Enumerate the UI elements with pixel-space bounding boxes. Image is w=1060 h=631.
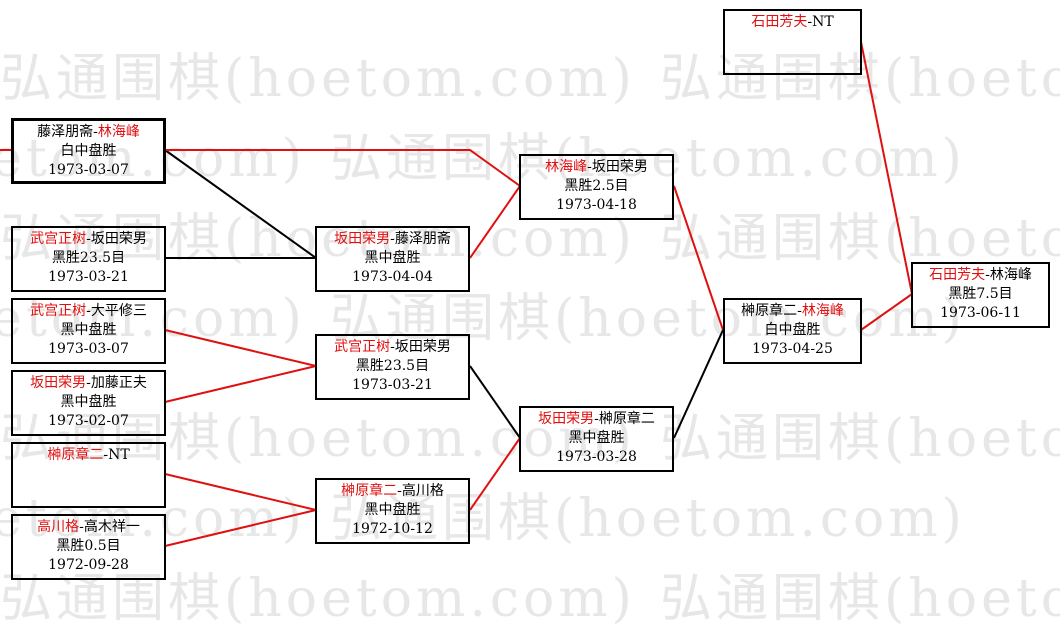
game-box[interactable]: 坂田荣男-加藤正夫 黑中盘胜 1973-02-07 xyxy=(11,370,166,436)
game-players: 榊原章二-林海峰 xyxy=(741,303,844,319)
game-date: 1973-04-25 xyxy=(752,341,833,357)
game-box[interactable]: 榊原章二-NT xyxy=(11,442,166,508)
connector-line xyxy=(673,185,724,331)
connector-line xyxy=(164,365,317,403)
game-date: 1973-03-07 xyxy=(48,162,129,178)
game-players: 武宫正树-坂田荣男 xyxy=(30,231,147,247)
game-result: 黑中盘胜 xyxy=(568,430,625,446)
game-players: 坂田荣男-加藤正夫 xyxy=(30,375,147,391)
game-result: 黑中盘胜 xyxy=(364,250,421,266)
game-date: 1972-10-12 xyxy=(352,521,433,537)
game-date: 1973-04-18 xyxy=(556,197,637,213)
game-box[interactable]: 武宫正树-大平修三 黑中盘胜 1973-03-07 xyxy=(11,298,166,364)
game-players: 武宫正树-坂田荣男 xyxy=(334,339,451,355)
connector-line xyxy=(860,41,913,295)
connector-line xyxy=(469,365,521,439)
game-players: 林海峰-坂田荣男 xyxy=(545,159,648,175)
game-date: 1973-03-21 xyxy=(48,269,129,285)
game-result: 黑中盘胜 xyxy=(60,322,117,338)
game-result: 黑胜2.5目 xyxy=(564,178,629,194)
game-players: 坂田荣男-藤泽朋斋 xyxy=(334,231,451,247)
game-result: 黑胜23.5目 xyxy=(51,250,126,266)
bracket-connectors xyxy=(0,41,913,547)
game-box[interactable]: 高川格-高木祥一 黑胜0.5目 1972-09-28 xyxy=(11,514,166,580)
game-date: 1973-03-07 xyxy=(48,341,129,357)
game-players: 武宫正树-大平修三 xyxy=(30,303,147,319)
game-result: 黑胜0.5目 xyxy=(56,538,121,554)
game-box[interactable]: 石田芳夫-NT xyxy=(723,9,862,75)
game-box[interactable]: 坂田荣男-榊原章二 黑中盘胜 1973-03-28 xyxy=(519,406,674,472)
game-result: 黑胜7.5目 xyxy=(948,286,1013,302)
connector-line xyxy=(469,437,521,511)
game-date: 1973-06-11 xyxy=(940,305,1021,321)
game-box[interactable]: 藤泽朋斋-林海峰 白中盘胜 1973-03-07 xyxy=(11,118,166,184)
game-box[interactable]: 榊原章二-林海峰 白中盘胜 1973-04-25 xyxy=(723,298,862,364)
connector-line xyxy=(165,149,521,187)
connector-line xyxy=(164,473,317,511)
connector-line xyxy=(164,329,317,367)
connector-line xyxy=(469,185,521,259)
game-players: 石田芳夫-NT xyxy=(751,14,834,30)
game-result: 黑中盘胜 xyxy=(60,394,117,410)
connector-line xyxy=(164,149,317,259)
game-date: 1973-03-21 xyxy=(352,377,433,393)
game-box[interactable]: 坂田荣男-藤泽朋斋 黑中盘胜 1973-04-04 xyxy=(315,226,470,292)
connector-line xyxy=(673,329,724,439)
game-date: 1973-04-04 xyxy=(352,269,433,285)
game-box[interactable]: 林海峰-坂田荣男 黑胜2.5目 1973-04-18 xyxy=(519,154,674,220)
game-box[interactable]: 武宫正树-坂田荣男 黑胜23.5目 1973-03-21 xyxy=(315,334,470,400)
game-result: 黑胜23.5目 xyxy=(355,358,430,374)
game-date: 1973-02-07 xyxy=(48,413,129,429)
game-date: 1972-09-28 xyxy=(48,557,129,573)
game-box-final[interactable]: 石田芳夫-林海峰 黑胜7.5目 1973-06-11 xyxy=(911,262,1050,328)
game-players: 榊原章二-高川格 xyxy=(341,483,444,499)
game-result: 黑中盘胜 xyxy=(364,502,421,518)
game-players: 坂田荣男-榊原章二 xyxy=(538,411,655,427)
game-result: 白中盘胜 xyxy=(60,143,117,159)
connector-line xyxy=(164,509,317,547)
connector-line xyxy=(860,293,913,331)
game-box[interactable]: 榊原章二-高川格 黑中盘胜 1972-10-12 xyxy=(315,478,470,544)
game-date: 1973-03-28 xyxy=(556,449,637,465)
game-result: 白中盘胜 xyxy=(764,322,821,338)
game-box[interactable]: 武宫正树-坂田荣男 黑胜23.5目 1973-03-21 xyxy=(11,226,166,292)
game-players: 石田芳夫-林海峰 xyxy=(929,267,1032,283)
game-players: 藤泽朋斋-林海峰 xyxy=(37,124,140,140)
game-players: 榊原章二-NT xyxy=(47,447,130,463)
game-players: 高川格-高木祥一 xyxy=(37,519,140,535)
